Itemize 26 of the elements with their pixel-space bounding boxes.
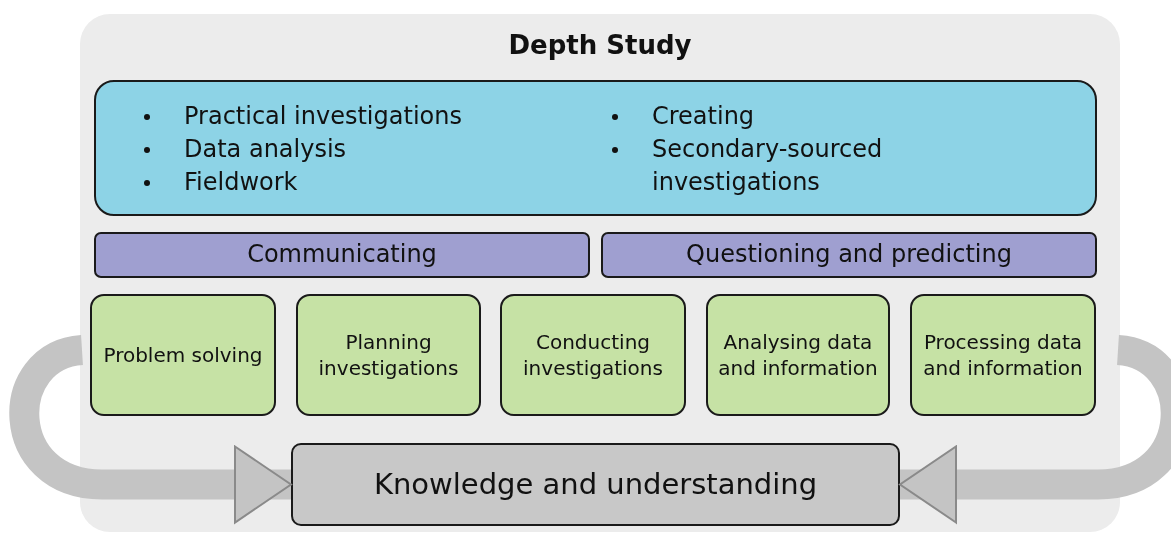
skill-label: Planning investigations <box>317 329 460 381</box>
skill-label: Problem solving <box>103 342 263 368</box>
activities-box <box>94 80 1097 216</box>
panel-heading: Depth Study <box>507 30 693 60</box>
skill-box <box>90 294 276 416</box>
skill-box <box>296 294 481 416</box>
bullet-text: Creating <box>652 102 755 130</box>
skill-box <box>706 294 890 416</box>
skill-band <box>94 232 590 278</box>
bullet-text: Practical investigations <box>184 102 462 130</box>
curved-arrow <box>9 335 292 524</box>
bullet-text: Secondary-sourced investigations <box>652 135 883 196</box>
curved-arrow <box>899 335 1171 524</box>
skill-label: Communicating <box>247 239 437 271</box>
bullet-text: Fieldwork <box>184 168 298 196</box>
skill-box <box>910 294 1096 416</box>
skill-box <box>500 294 686 416</box>
panel-background <box>80 14 1120 532</box>
bullet-text: Data analysis <box>184 135 347 163</box>
skill-label: Conducting investigations <box>522 329 664 381</box>
knowledge-box <box>291 443 900 526</box>
skill-label: Questioning and predicting <box>686 239 1012 271</box>
knowledge-label: Knowledge and understanding <box>373 465 818 503</box>
skill-band <box>601 232 1097 278</box>
skill-label: Processing data and information <box>922 329 1084 381</box>
skill-label: Analysing data and information <box>718 329 878 381</box>
